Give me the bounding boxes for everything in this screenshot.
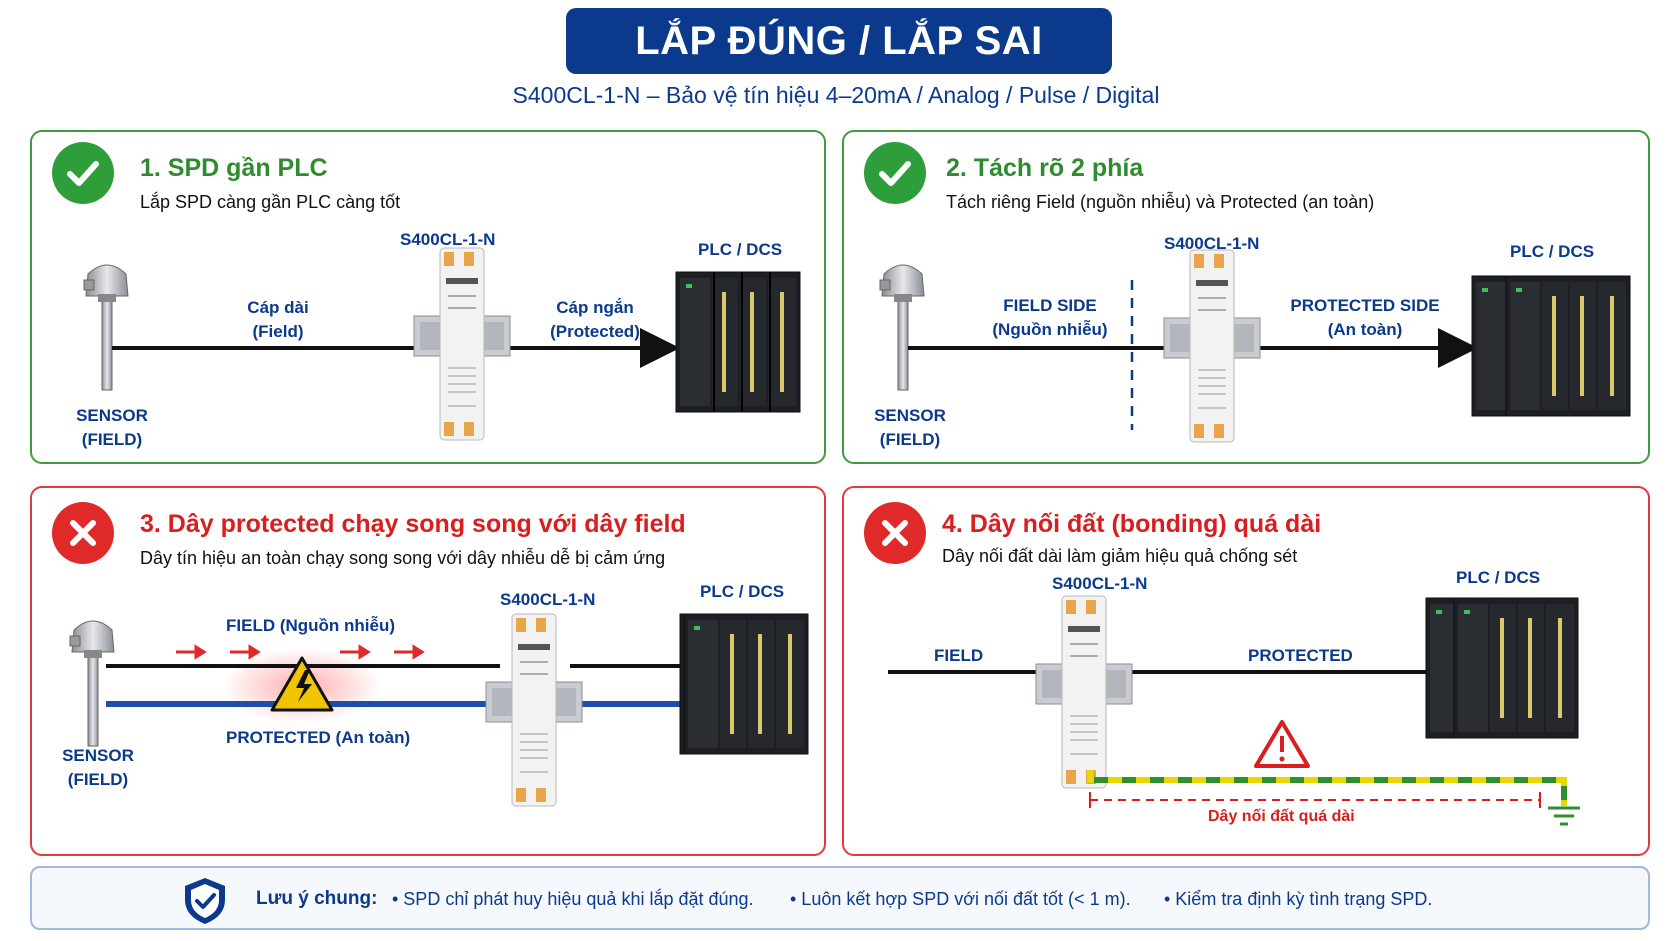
device-label: S400CL-1-N [1052,574,1148,593]
protected-side-label: PROTECTED SIDE(An toàn) [1290,296,1440,339]
panel-2-diagram [879,249,1631,443]
page-subtitle: S400CL-1-N – Bảo vệ tín hiệu 4–20mA / An… [512,82,1160,108]
footer-notes: Lưu ý chung: • SPD chỉ phát huy hiệu quả… [30,866,1650,930]
plc-label: PLC / DCS [1456,568,1541,587]
ground-icon [1548,806,1580,826]
plc-label: PLC / DCS [698,240,783,259]
plc-label: PLC / DCS [1510,242,1595,261]
panel-1-desc: Lắp SPD càng gần PLC càng tốt [140,192,401,212]
panel-4-desc: Dây nối đất dài làm giảm hiệu quả chống … [942,546,1298,566]
check-icon [52,142,114,204]
panel-3-diagram [69,613,809,807]
panel-1-title: 1. SPD gần PLC [140,154,328,182]
plc-label: PLC / DCS [700,582,785,601]
device-label: S400CL-1-N [1164,234,1260,253]
footer-note: • Luôn kết hợp SPD với nối đất tốt (< 1 … [790,889,1131,909]
x-icon [864,502,926,564]
shield-check-icon [182,876,228,931]
field-wire-label: FIELD (Nguồn nhiễu) [226,616,396,635]
panel-4-title: 4. Dây nối đất (bonding) quá dài [942,510,1322,538]
device-label: S400CL-1-N [500,590,596,609]
sensor-label: SENSOR(FIELD) [76,406,148,449]
panel-3-title: 3. Dây protected chạy song song với dây … [140,510,686,538]
check-icon [864,142,926,204]
panel-2-title: 2. Tách rõ 2 phía [946,154,1144,182]
panel-2-desc: Tách riêng Field (nguồn nhiễu) và Protec… [946,192,1375,212]
lightning-warning-icon [270,656,334,712]
protected-wire-label: PROTECTED (An toàn) [226,728,411,747]
field-side-label: FIELD SIDE(Nguồn nhiễu) [992,296,1108,339]
footer-note: • SPD chỉ phát huy hiệu quả khi lắp đặt … [392,889,754,909]
panel-3-desc: Dây tín hiệu an toàn chạy song song với … [140,548,666,568]
x-icon [52,502,114,564]
ground-note-label: Dây nối đất quá dài [1208,808,1355,825]
right-cable-label: Cáp ngắn(Protected) [550,298,640,341]
page-title: LẮP ĐÚNG / LẮP SAI [566,8,1112,74]
panel-1-diagram [83,247,801,441]
sensor-label: SENSOR(FIELD) [874,406,946,449]
panel-4-diagram [888,595,1580,826]
field-label: FIELD [934,646,984,665]
protected-label: PROTECTED [1248,646,1353,665]
footer-note: • Kiểm tra định kỳ tình trạng SPD. [1164,889,1433,909]
device-label: S400CL-1-N [400,230,496,249]
footer-label: Lưu ý chung: [256,888,378,909]
sensor-label: SENSOR(FIELD) [62,746,134,789]
left-cable-label: Cáp dài(Field) [247,298,309,341]
warning-icon [1254,720,1310,768]
